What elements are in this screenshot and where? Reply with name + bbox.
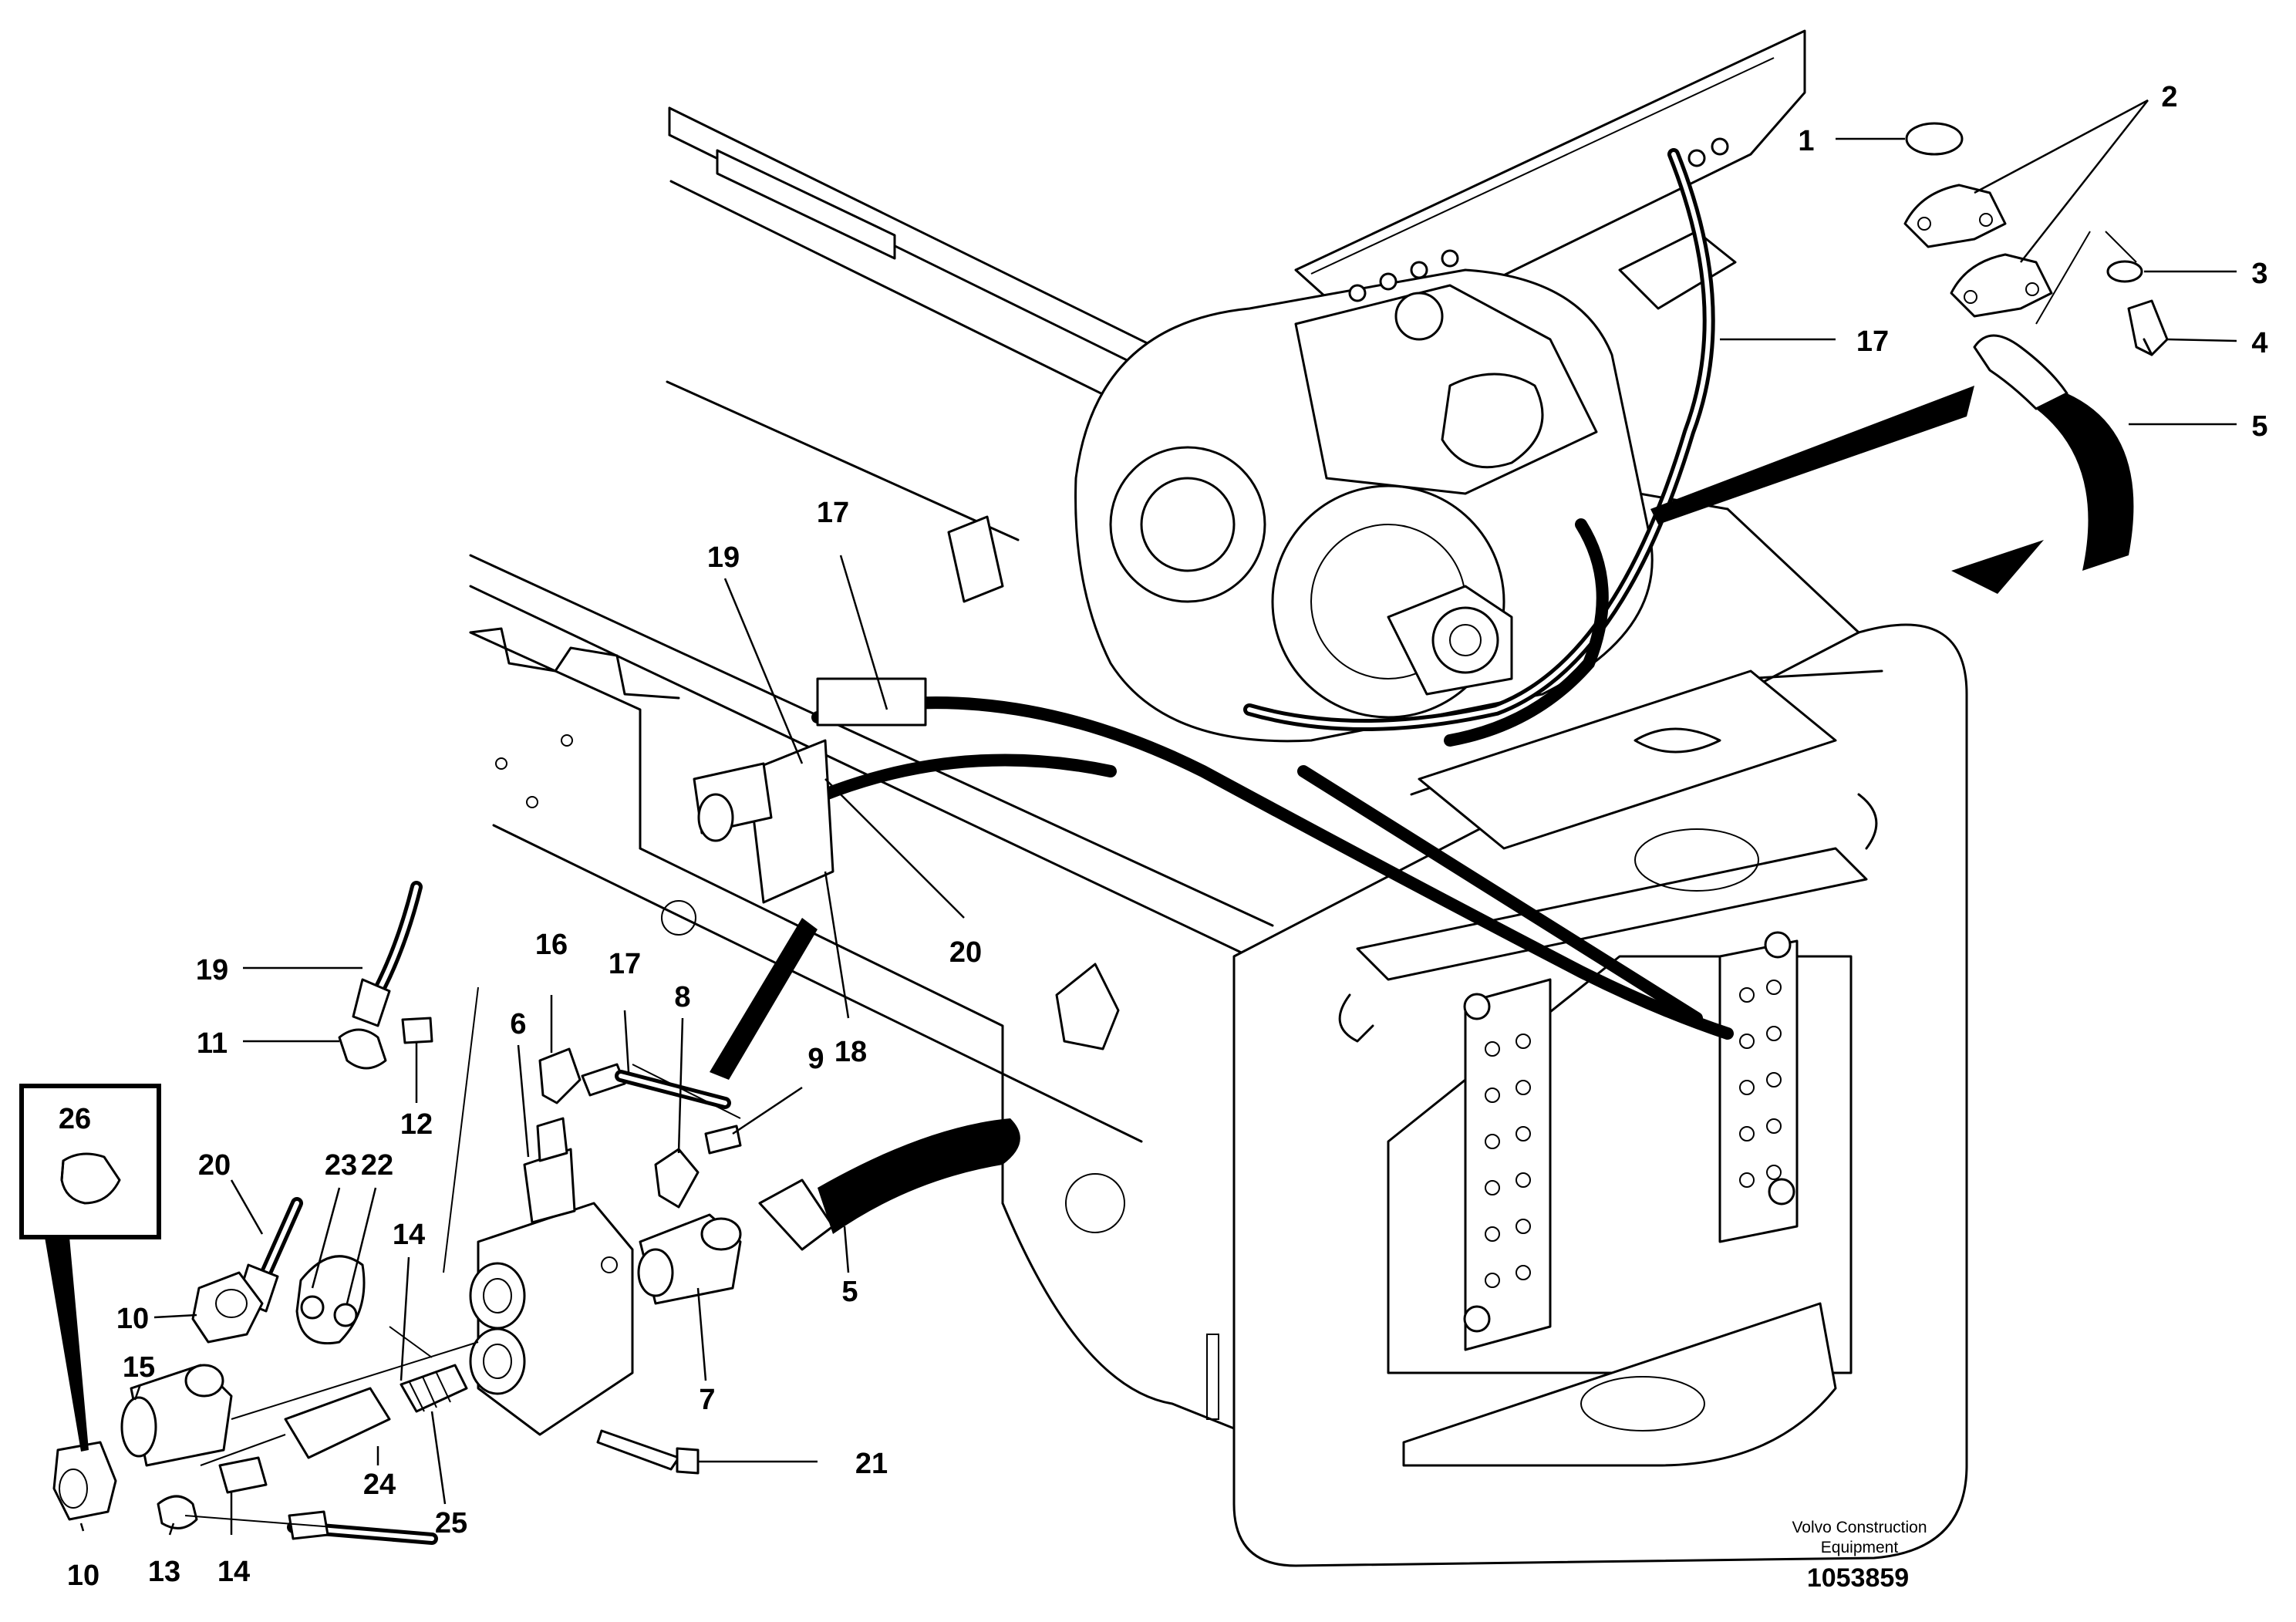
callout-5: 5 [2251,410,2267,443]
callout-4: 4 [2251,327,2267,359]
callout-2: 2 [2161,81,2177,113]
flange-half-part-2a [1903,184,2007,248]
footer-brand: Volvo Construction Equipment 1053859 [1792,1519,1927,1593]
callout-14: 14 [217,1556,250,1588]
detail-box-26 [19,1084,161,1452]
callout-13: 13 [148,1556,180,1588]
callout-23: 23 [325,1149,357,1182]
callout-9: 9 [807,1043,824,1075]
callout-leaders [79,99,2237,1536]
gearbox-assembly [947,29,1806,743]
bracket-holes [1485,980,1782,1288]
callout-10: 10 [116,1303,149,1335]
callout-11: 11 [197,1027,228,1060]
callout-17: 17 [609,948,641,980]
callout-15: 15 [123,1351,155,1384]
callout-22: 22 [361,1149,393,1182]
callout-17: 17 [817,497,849,529]
callout-12: 12 [400,1108,433,1141]
callout-19: 19 [196,954,228,986]
callout-3: 3 [2251,258,2267,290]
callout-8: 8 [674,981,690,1013]
mounted-valve-block [693,677,927,904]
callout-labels: 1 2 3 4 5 17 17 19 20 18 19 11 12 16 17 … [59,81,2268,1592]
brand-line-1: Volvo Construction [1792,1519,1927,1536]
callout-21: 21 [855,1448,888,1480]
o-ring-part-1 [1905,122,1964,156]
callout-24: 24 [363,1469,396,1501]
flange-half-part-2b [1950,253,2053,318]
callout-6: 6 [510,1008,526,1040]
callout-20: 20 [949,936,982,969]
rear-frame-box [1232,427,1968,1567]
callout-5: 5 [841,1276,858,1308]
callout-25: 25 [435,1507,467,1539]
callout-16: 16 [535,929,568,961]
bolt-part-4 [2127,299,2169,356]
brand-line-2: Equipment [1821,1539,1899,1556]
callout-17: 17 [1856,325,1889,358]
callout-7: 7 [699,1384,715,1416]
washer-part-3 [2106,260,2143,283]
chassis-frame [469,106,1274,1436]
parts-bottom-left [52,881,1020,1545]
callout-1: 1 [1798,125,1814,157]
callout-19: 19 [707,541,740,574]
hydraulic-hoses [710,148,2134,1080]
callout-26: 26 [59,1103,91,1135]
callout-18: 18 [834,1036,867,1068]
parts-top-right [1903,122,2169,356]
document-number: 1053859 [1807,1563,1909,1593]
callout-10: 10 [67,1560,99,1592]
callout-14: 14 [393,1219,425,1251]
callout-20: 20 [198,1149,231,1182]
